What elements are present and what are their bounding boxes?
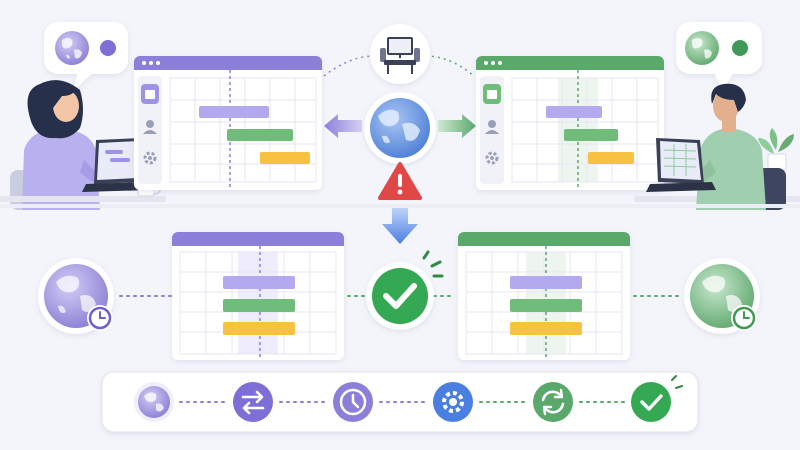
event-bar [227,129,293,141]
globe-clock-icon [38,258,114,334]
alert-triangle-icon [378,162,422,200]
gear-icon [433,382,473,422]
section-divider [0,204,800,208]
top-center-group [323,24,476,244]
check-circle-icon [366,250,444,330]
status-dot [100,40,116,56]
globe-icon [55,31,89,65]
left-person-scene [0,22,166,210]
check-icon [631,375,683,422]
globe-icon [364,92,436,164]
event-bar [223,299,295,312]
gear-icon [485,151,499,165]
clock-icon [333,382,373,422]
event-bar [510,276,582,289]
user-icon [143,120,157,134]
event-bar [510,299,582,312]
swap-arrows-icon [233,382,273,422]
left-scheduler-window [134,56,322,190]
laptop-icon [646,138,716,192]
calendar-icon [483,84,501,104]
workflow-step-globe [134,382,174,422]
event-bar [564,129,618,141]
globe-icon [685,31,719,65]
event-bar [510,322,582,335]
plant-icon [758,128,794,171]
status-dot [732,40,748,56]
arrow-right-icon [438,114,476,138]
workflow-bar [101,371,699,433]
arrow-left-icon [324,114,362,138]
event-bar [588,152,634,164]
event-bar [546,106,602,118]
globe-clock-icon [684,258,760,334]
gear-icon [143,151,157,165]
right-person-scene [634,22,800,210]
event-bar [260,152,310,164]
event-bar [223,322,295,335]
user-icon [485,120,499,134]
event-bar [199,106,269,118]
sync-icon [533,382,573,422]
arrow-down-icon [382,206,418,244]
calendar-icon [141,84,159,104]
event-bar [223,276,295,289]
